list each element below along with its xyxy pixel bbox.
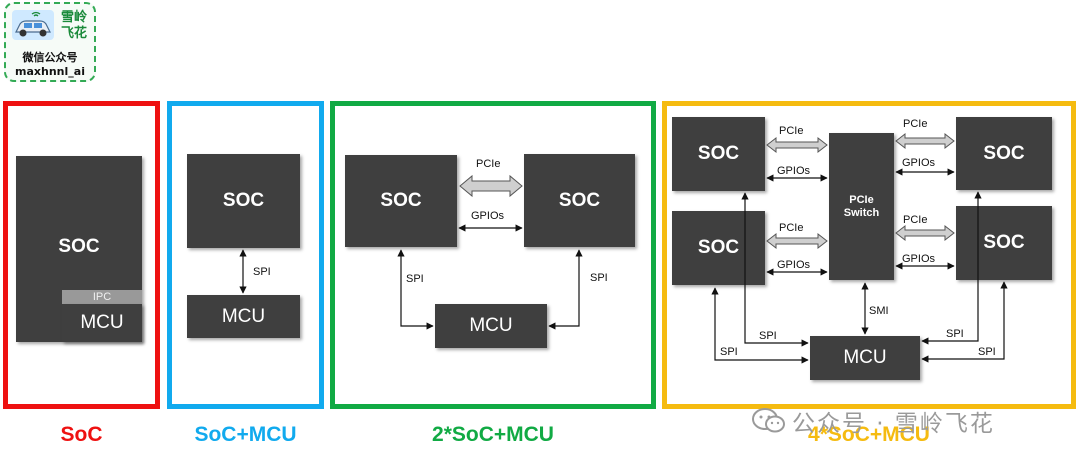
watermark-text: 公众号 · 雪岭飞花 [792, 411, 995, 437]
logo-name-line2: 飞花 [60, 26, 87, 41]
gpios-label-top-left: GPIOs [777, 165, 811, 177]
spi-connection-right [548, 249, 583, 330]
soc-block: SOC [187, 154, 300, 248]
pcie-connection-top-right [895, 132, 955, 150]
pcie-connection [459, 174, 523, 198]
gpios-label-top-right: GPIOs [902, 157, 936, 169]
smi-label: SMI [869, 305, 889, 317]
panel-soc-mcu-caption: SoC+MCU [194, 423, 297, 446]
spi-label-right: SPI [590, 272, 608, 284]
pcie-label-top-right: PCIe [903, 118, 928, 130]
gpios-label: GPIOs [471, 210, 505, 222]
panel-soc-mcu-frame [167, 101, 324, 409]
logo-name-line1: 雪岭 [60, 10, 87, 25]
pcie-switch-block: PCIe Switch [829, 133, 894, 280]
soc-block-label: SOC [58, 236, 100, 257]
pcie-connection-bottom-left [766, 232, 828, 250]
ipc-strip: IPC [62, 290, 142, 304]
panel-soc-caption: SoC [60, 423, 103, 446]
spi-connection-right-outer [921, 281, 1008, 363]
panel-4soc-caption: 4*SoC+MCU [808, 423, 930, 446]
pcie-connection-top-left [766, 136, 828, 154]
logo-badge: 雪岭 飞花 微信公众号 maxhnnl_ai [4, 2, 96, 82]
pcie-label: PCIe [476, 158, 501, 170]
pcie-label-top-left: PCIe [779, 125, 804, 137]
soc-block-top-left: SOC [672, 117, 765, 191]
pcie-connection-bottom-right [895, 224, 955, 242]
wechat-icon [752, 408, 785, 433]
spi-label: SPI [253, 266, 271, 278]
soc-block-right: SOC [524, 154, 635, 247]
panel-2soc-caption: 2*SoC+MCU [432, 423, 554, 446]
mcu-block: MCU [810, 336, 920, 380]
spi-connection-left-inner [741, 192, 809, 347]
panel-2soc-frame [330, 101, 656, 409]
soc-block-left: SOC [345, 155, 457, 247]
car-icon [12, 10, 54, 40]
mcu-block: MCU [435, 304, 547, 348]
watermark: 公众号 · 雪岭飞花 [752, 404, 995, 438]
logo-subtitle: 微信公众号 [22, 51, 78, 64]
logo-account-id: maxhnnl_ai [15, 65, 85, 78]
pcie-switch-label: PCIe Switch [843, 193, 880, 219]
mcu-block: MCU [62, 304, 142, 342]
soc-block-top-right: SOC [956, 117, 1052, 190]
spi-connection-left-outer [711, 287, 809, 364]
mcu-block: MCU [187, 295, 300, 338]
spi-connection-left [397, 249, 434, 330]
